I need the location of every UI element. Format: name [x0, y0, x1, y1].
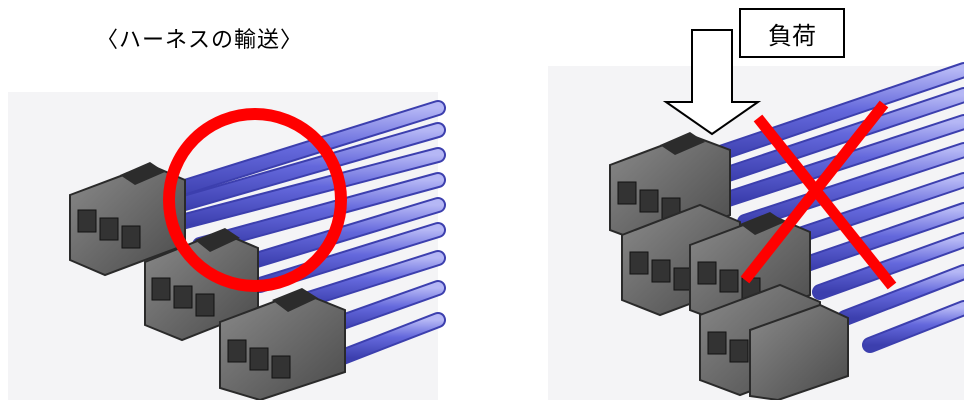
load-label: 負荷 — [739, 8, 845, 58]
right-panel-image — [548, 62, 964, 400]
left-connector-2 — [144, 228, 259, 342]
left-connector-3 — [219, 288, 346, 400]
right-connector-bottom-3 — [749, 303, 849, 400]
cross-mark-icon — [740, 100, 897, 290]
transport-heading: 〈ハーネスの輸送〉 — [96, 28, 304, 53]
down-arrow-icon — [662, 29, 762, 136]
circle-mark-icon — [163, 108, 347, 292]
left-panel-image — [8, 92, 446, 400]
